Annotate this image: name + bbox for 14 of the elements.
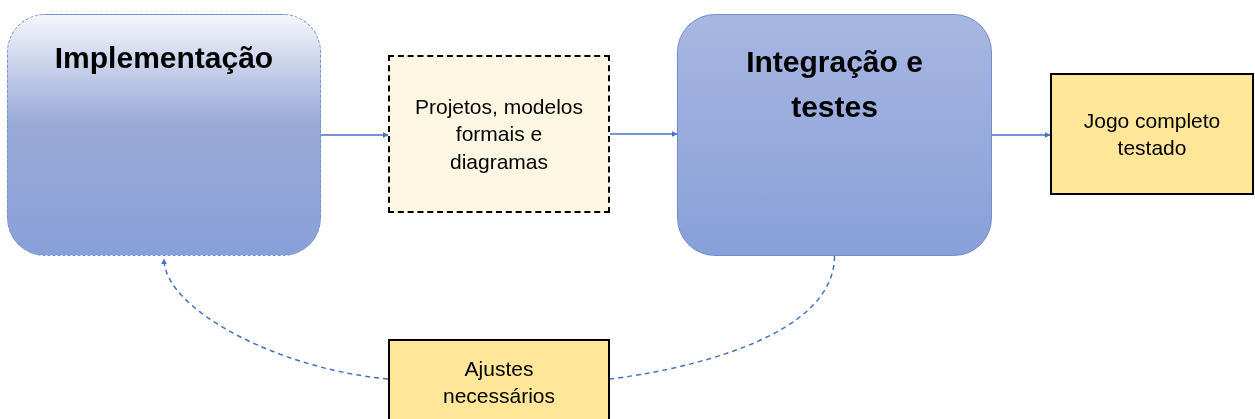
box-label: Integração e testes — [745, 44, 924, 125]
box-label: Implementação — [54, 40, 274, 76]
arrow — [320, 132, 389, 138]
process-box — [677, 14, 992, 256]
box-label: Jogo completo testado — [1082, 107, 1222, 161]
dashed-arrow — [162, 258, 389, 380]
process-box — [7, 14, 321, 256]
feedback-box — [388, 339, 610, 419]
arrow — [609, 131, 678, 137]
box-label: Ajustes necessários — [441, 355, 557, 409]
arrow — [991, 132, 1051, 138]
artifact-box — [388, 55, 610, 213]
box-label: Projetos, modelos formais e diagramas — [413, 94, 585, 175]
output-box — [1050, 73, 1254, 195]
